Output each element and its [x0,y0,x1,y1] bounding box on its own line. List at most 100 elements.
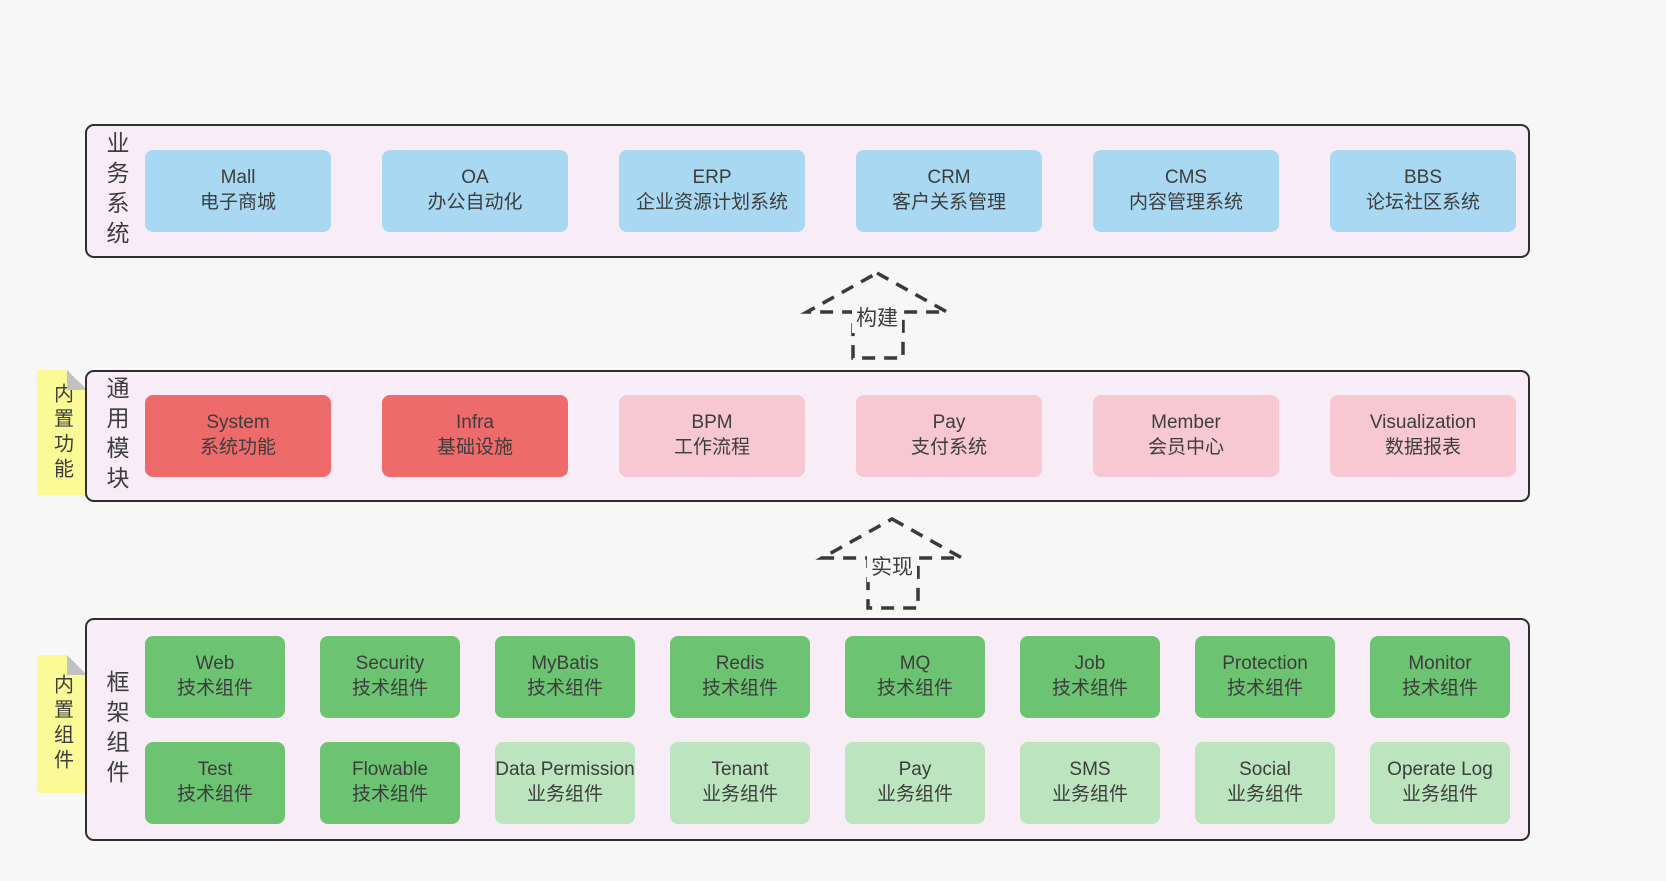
box-subtitle: 技术组件 [351,783,428,805]
panel-title: 通用模块 [103,376,129,496]
diagram-box-bbs: BBS 论坛社区系统 [1330,150,1516,232]
box-subtitle: 技术组件 [176,783,253,805]
box-title: Pay [932,412,966,434]
box-subtitle: 客户关系管理 [891,192,1006,213]
box-subtitle: 内容管理系统 [1128,192,1243,213]
diagram-box-monitor: Monitor 技术组件 [1370,635,1510,718]
panel-common-modules: 通用模块 System 系统功能 Infra 基础设施 BPM 工作流程 Pay 支付系统 Me… [85,370,1530,502]
panel-title: 业务系统 [103,131,129,251]
box-title: ERP [692,167,732,189]
diagram-box-mall: Mall 电子商城 [145,150,331,232]
box-subtitle: 技术组件 [526,677,603,699]
diagram-box-security: Security 技术组件 [320,635,460,718]
sticky-note-label: 内置组件 [50,674,73,774]
box-title: SMS [1069,758,1111,780]
box-subtitle: 系统功能 [199,437,276,458]
box-title: Monitor [1408,652,1472,674]
box-subtitle: 会员中心 [1147,437,1224,458]
box-title: MyBatis [531,652,599,674]
box-subtitle: 业务组件 [1051,783,1128,805]
box-subtitle: 业务组件 [1401,783,1478,805]
diagram-box-system: System 系统功能 [145,395,331,477]
diagram-box-oa: OA 办公自动化 [382,150,568,232]
box-subtitle: 基础设施 [436,437,513,458]
box-subtitle: 技术组件 [701,677,778,699]
box-title: Flowable [351,758,429,780]
box-subtitle: 技术组件 [1401,677,1478,699]
arrow-label-build: 构建 [852,301,902,333]
panel-title: 框架组件 [103,669,129,790]
box-subtitle: 业务组件 [701,783,778,805]
box-title: Protection [1222,652,1308,674]
box-subtitle: 支付系统 [910,437,987,458]
sticky-note-label: 内置功能 [50,382,73,483]
box-title: BBS [1403,167,1443,189]
box-title: CMS [1164,167,1208,189]
arrow-label-implement: 实现 [867,550,917,582]
panel-box-rows: System 系统功能 Infra 基础设施 BPM 工作流程 Pay 支付系统 Member 会… [145,372,1528,500]
diagram-row: System 系统功能 Infra 基础设施 BPM 工作流程 Pay 支付系统 Member 会… [145,395,1528,477]
box-subtitle: 业务组件 [876,783,953,805]
arrow-outline [815,516,969,610]
folded-corner [67,655,87,675]
box-title: Infra [455,412,495,434]
box-title: Web [195,652,235,674]
box-title: Security [355,652,425,674]
diagram-box-cms: CMS 内容管理系统 [1093,150,1279,232]
diagram-box-mybatis: MyBatis 技术组件 [495,635,635,718]
box-subtitle: 业务组件 [526,783,603,805]
box-title: Mall [220,167,256,189]
diagram-box-sms: SMS 业务组件 [1020,741,1160,824]
box-subtitle: 论坛社区系统 [1365,192,1480,213]
diagram-box-operate-log: Operate Log 业务组件 [1370,741,1510,824]
diagram-box-protection: Protection 技术组件 [1195,635,1335,718]
box-subtitle: 业务组件 [1226,783,1303,805]
box-title: BPM [691,412,733,434]
diagram-box-flowable: Flowable 技术组件 [320,741,460,824]
box-title: System [206,412,270,434]
box-title: Job [1074,652,1106,674]
sticky-note-built-in-features: 内置功能 [37,370,87,495]
box-title: Visualization [1369,412,1477,434]
box-subtitle: 工作流程 [673,437,750,458]
diagram-box-redis: Redis 技术组件 [670,635,810,718]
diagram-box-web: Web 技术组件 [145,635,285,718]
box-title: OA [461,167,489,189]
box-subtitle: 技术组件 [176,677,253,699]
box-subtitle: 技术组件 [876,677,953,699]
box-subtitle: 技术组件 [1226,677,1303,699]
diagram-box-tenant: Tenant 业务组件 [670,741,810,824]
diagram-box-social: Social 业务组件 [1195,741,1335,824]
box-subtitle: 办公自动化 [427,192,523,213]
box-title: Redis [715,652,765,674]
diagram-box-bpm: BPM 工作流程 [619,395,805,477]
diagram-box-pay: Pay 支付系统 [856,395,1042,477]
box-subtitle: 数据报表 [1384,437,1461,458]
diagram-box-infra: Infra 基础设施 [382,395,568,477]
box-title: Member [1151,412,1221,434]
box-title: MQ [899,652,931,674]
folded-corner [67,370,87,390]
box-title: Social [1239,758,1291,780]
dashed-up-arrow-implement [815,516,969,610]
box-subtitle: 技术组件 [1051,677,1128,699]
box-title: Test [197,758,233,780]
diagram-box-member: Member 会员中心 [1093,395,1279,477]
sticky-note-built-in-components: 内置组件 [37,655,87,793]
box-title: Tenant [711,758,769,780]
diagram-box-job: Job 技术组件 [1020,635,1160,718]
box-title: Operate Log [1387,758,1493,780]
diagram-box-test: Test 技术组件 [145,741,285,824]
box-subtitle: 技术组件 [351,677,428,699]
box-subtitle: 电子商城 [199,192,276,213]
